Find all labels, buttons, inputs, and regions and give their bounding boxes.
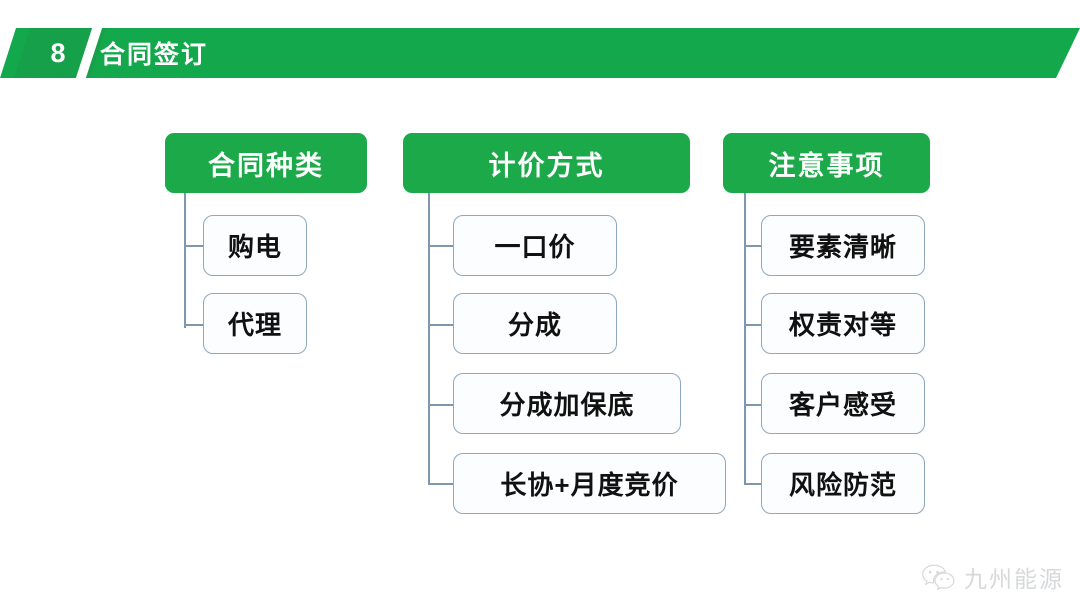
- tree-column-2-trunk: [428, 193, 430, 485]
- tree-column-3-branch-2: [744, 324, 762, 326]
- tree-column-3-branch-1: [744, 245, 762, 247]
- tree-column-2-branch-4: [428, 483, 454, 485]
- tree-column-1-title[interactable]: 合同种类: [165, 133, 367, 193]
- page-title: 合同签订: [100, 41, 209, 69]
- tree-node-fengxian-fangfan[interactable]: 风险防范: [761, 453, 925, 514]
- watermark-label: 九州能源: [964, 567, 1064, 593]
- tree-node-daili[interactable]: 代理: [203, 293, 307, 354]
- tree-node-yikoujia[interactable]: 一口价: [453, 215, 617, 276]
- tree-column-1-branch-2: [184, 324, 204, 326]
- tree-node-changxie-yuedu-jingjia[interactable]: 长协+月度竞价: [453, 453, 726, 514]
- tree-column-3-title[interactable]: 注意事项: [723, 133, 930, 193]
- tree-column-3-branch-4: [744, 483, 762, 485]
- tree-node-kehu-ganshou[interactable]: 客户感受: [761, 373, 925, 434]
- tree-node-fencheng[interactable]: 分成: [453, 293, 617, 354]
- wechat-icon: [921, 563, 955, 591]
- tree-node-fenchengjiabaodi[interactable]: 分成加保底: [453, 373, 681, 434]
- tree-column-3-branch-3: [744, 404, 762, 406]
- tree-column-3-trunk: [744, 193, 746, 485]
- tree-node-quanze-duideng[interactable]: 权责对等: [761, 293, 925, 354]
- page-header: 8 合同签订: [0, 26, 1080, 80]
- tree-column-2-branch-1: [428, 245, 454, 247]
- header-section-number: 8: [50, 37, 66, 68]
- tree-node-yaosu-qingxi[interactable]: 要素清晰: [761, 215, 925, 276]
- tree-node-goudian[interactable]: 购电: [203, 215, 307, 276]
- header-green-band: [0, 28, 1080, 78]
- watermark: 九州能源: [921, 560, 1064, 594]
- tree-column-1-trunk: [184, 193, 186, 328]
- tree-column-2-branch-3: [428, 404, 454, 406]
- tree-column-2-branch-2: [428, 324, 454, 326]
- tree-column-1-branch-1: [184, 245, 204, 247]
- tree-column-2-title[interactable]: 计价方式: [403, 133, 690, 193]
